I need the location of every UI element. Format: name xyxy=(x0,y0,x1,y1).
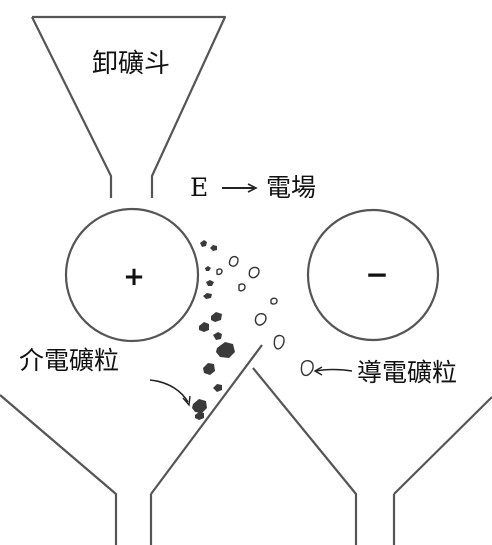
dielectric-particle xyxy=(192,399,207,413)
conductive-particle xyxy=(248,266,260,279)
hopper xyxy=(31,15,227,198)
dielectric-particle xyxy=(200,240,207,247)
conductive-particle xyxy=(254,313,267,326)
dielectric-particle xyxy=(213,384,222,392)
conductive-particle xyxy=(238,283,246,292)
dielectric-particle xyxy=(210,245,217,251)
negative-roller xyxy=(306,208,440,342)
dielectric-particle xyxy=(205,266,211,271)
dielectric-particle xyxy=(216,342,235,358)
field-symbol: E xyxy=(190,173,208,202)
positive-roller xyxy=(64,207,200,343)
conductive-particle xyxy=(300,360,314,377)
conductive-particles xyxy=(216,255,314,377)
conductive-particle xyxy=(228,255,239,267)
dielectric-particle xyxy=(195,412,204,420)
dielectric-particles xyxy=(192,240,235,420)
arrow-right-icon xyxy=(222,183,258,193)
dielectric-particle xyxy=(199,322,209,332)
dielectric-particle xyxy=(203,293,212,299)
dielectric-label: 介電礦粒 xyxy=(19,346,119,375)
hopper-label: 卸礦斗 xyxy=(92,49,170,79)
dielectric-particle xyxy=(203,363,215,375)
conductive-particle xyxy=(270,297,278,305)
right-bin xyxy=(252,367,492,545)
dielectric-particle xyxy=(206,280,214,286)
left-bin xyxy=(0,344,263,545)
conductive-label: 導電礦粒 xyxy=(357,358,457,387)
conductive-particle xyxy=(216,268,223,276)
negative-sign: − xyxy=(365,258,388,291)
conductive-arrow xyxy=(313,366,353,376)
dielectric-arrow xyxy=(149,379,191,407)
dielectric-particle xyxy=(211,312,222,322)
conductive-particle xyxy=(273,334,285,350)
positive-sign: + xyxy=(123,262,145,292)
dielectric-particle xyxy=(213,332,222,340)
field-label: 電場 xyxy=(266,173,316,202)
